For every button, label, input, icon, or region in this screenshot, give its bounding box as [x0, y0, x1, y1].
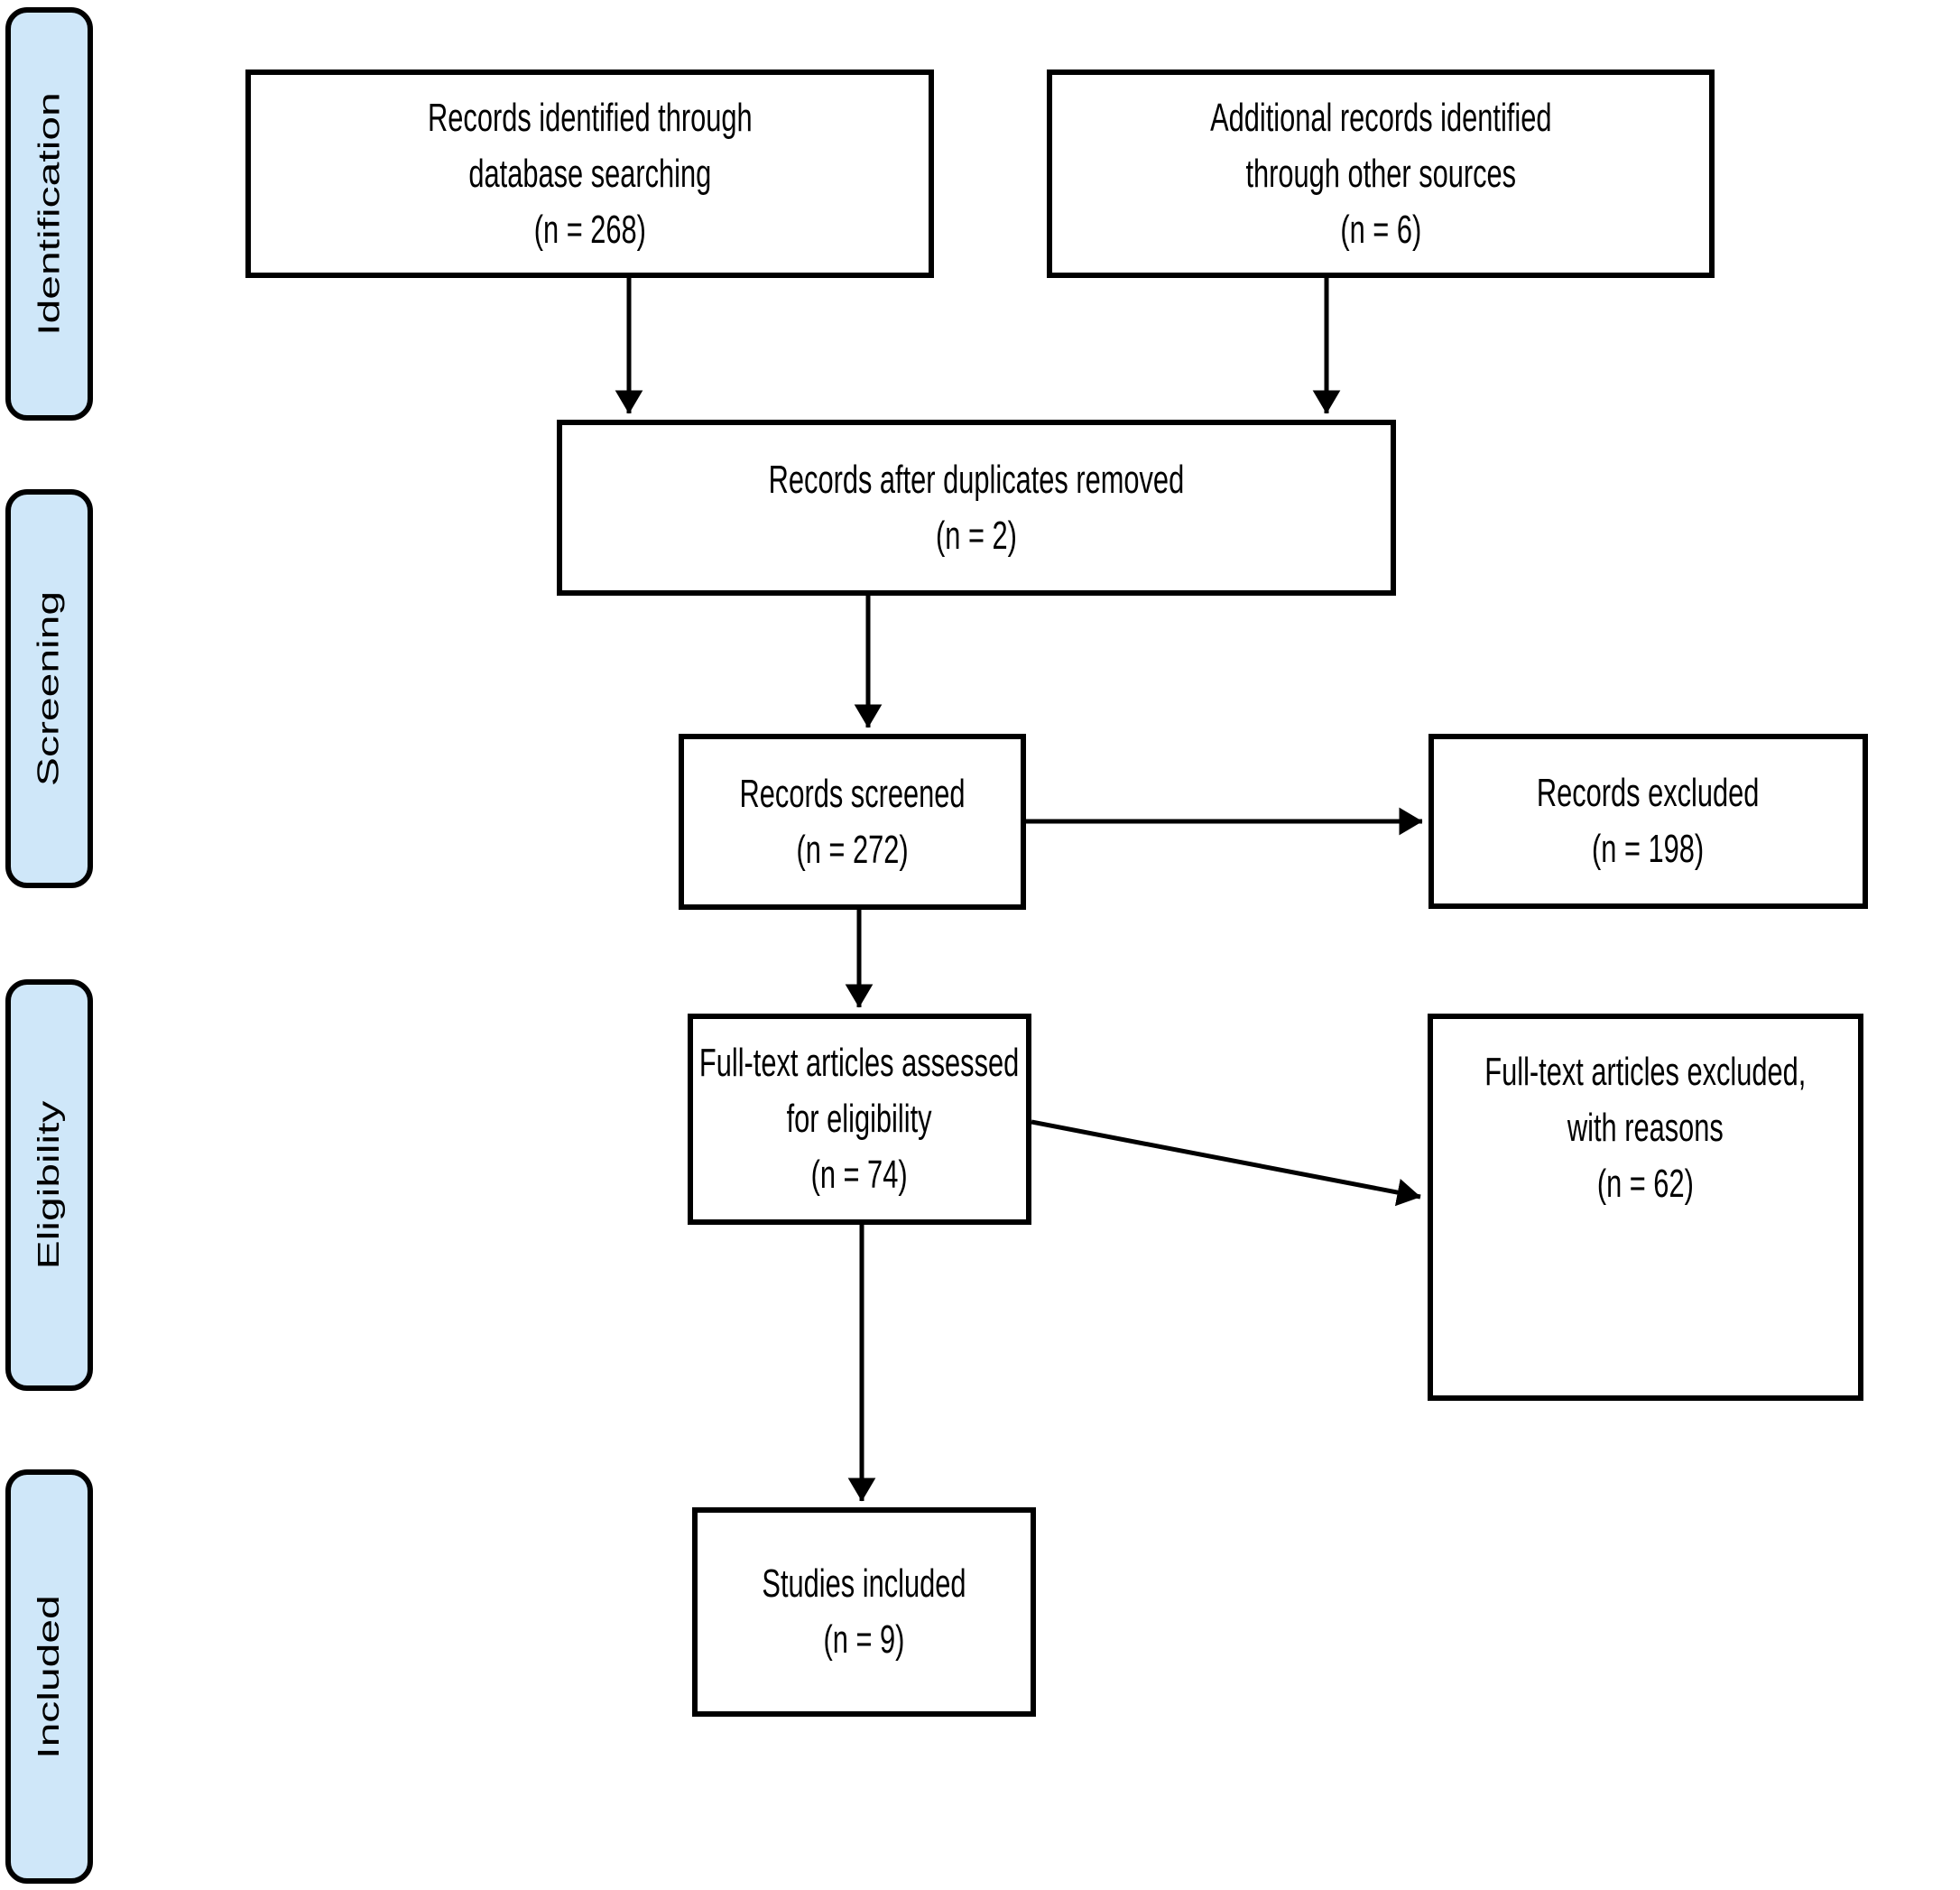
- box-fulltext-assessed-count: (n = 74): [810, 1153, 909, 1197]
- stage-included-label: Included: [32, 1594, 66, 1759]
- box-fulltext-excluded-count: (n = 62): [1596, 1162, 1695, 1206]
- box-fulltext-excluded-line1: Full-text articles excluded,: [1484, 1050, 1807, 1094]
- box-records-screened-count: (n = 272): [796, 827, 909, 872]
- box-fulltext-excluded-line2: with reasons: [1567, 1106, 1724, 1150]
- box-studies-included-line1: Studies included: [762, 1561, 966, 1606]
- box-studies-included: Studies included (n = 9): [692, 1507, 1036, 1717]
- box-records-excluded-line1: Records excluded: [1537, 771, 1760, 815]
- box-studies-included-count: (n = 9): [823, 1617, 905, 1662]
- box-records-identified-line2: database searching: [468, 151, 711, 196]
- box-additional-records-line1: Additional records identified: [1209, 95, 1552, 140]
- box-fulltext-excluded: Full-text articles excluded, with reason…: [1428, 1014, 1863, 1401]
- box-fulltext-assessed-line2: for eligibility: [787, 1097, 932, 1141]
- box-records-excluded: Records excluded (n = 198): [1428, 734, 1868, 909]
- box-additional-records-count: (n = 6): [1340, 207, 1421, 252]
- stage-eligibility: Eligibility: [5, 979, 93, 1391]
- box-records-excluded-count: (n = 198): [1592, 827, 1705, 871]
- stage-screening-label: Screening: [32, 590, 66, 787]
- box-additional-records-line2: through other sources: [1245, 151, 1516, 196]
- box-records-screened-line1: Records screened: [739, 771, 966, 816]
- stage-identification-label: Identification: [32, 92, 66, 336]
- box-additional-records: Additional records identified through ot…: [1047, 69, 1715, 278]
- box-records-identified-line1: Records identified through: [427, 95, 753, 140]
- box-after-duplicates: Records after duplicates removed (n = 2): [557, 420, 1396, 596]
- box-after-duplicates-line1: Records after duplicates removed: [768, 457, 1185, 502]
- box-after-duplicates-count: (n = 2): [936, 513, 1017, 558]
- box-fulltext-assessed-line1: Full-text articles assessed: [699, 1041, 1020, 1085]
- box-fulltext-assessed: Full-text articles assessed for eligibil…: [688, 1014, 1031, 1225]
- box-records-identified-count: (n = 268): [533, 207, 646, 252]
- stage-screening: Screening: [5, 489, 93, 888]
- box-records-screened: Records screened (n = 272): [679, 734, 1026, 910]
- stage-eligibility-label: Eligibility: [32, 1100, 66, 1270]
- arrow-fulltext-to-fulltext-excluded: [1031, 1119, 1421, 1207]
- stage-included: Included: [5, 1469, 93, 1884]
- stage-identification: Identification: [5, 7, 93, 421]
- box-records-identified: Records identified through database sear…: [245, 69, 934, 278]
